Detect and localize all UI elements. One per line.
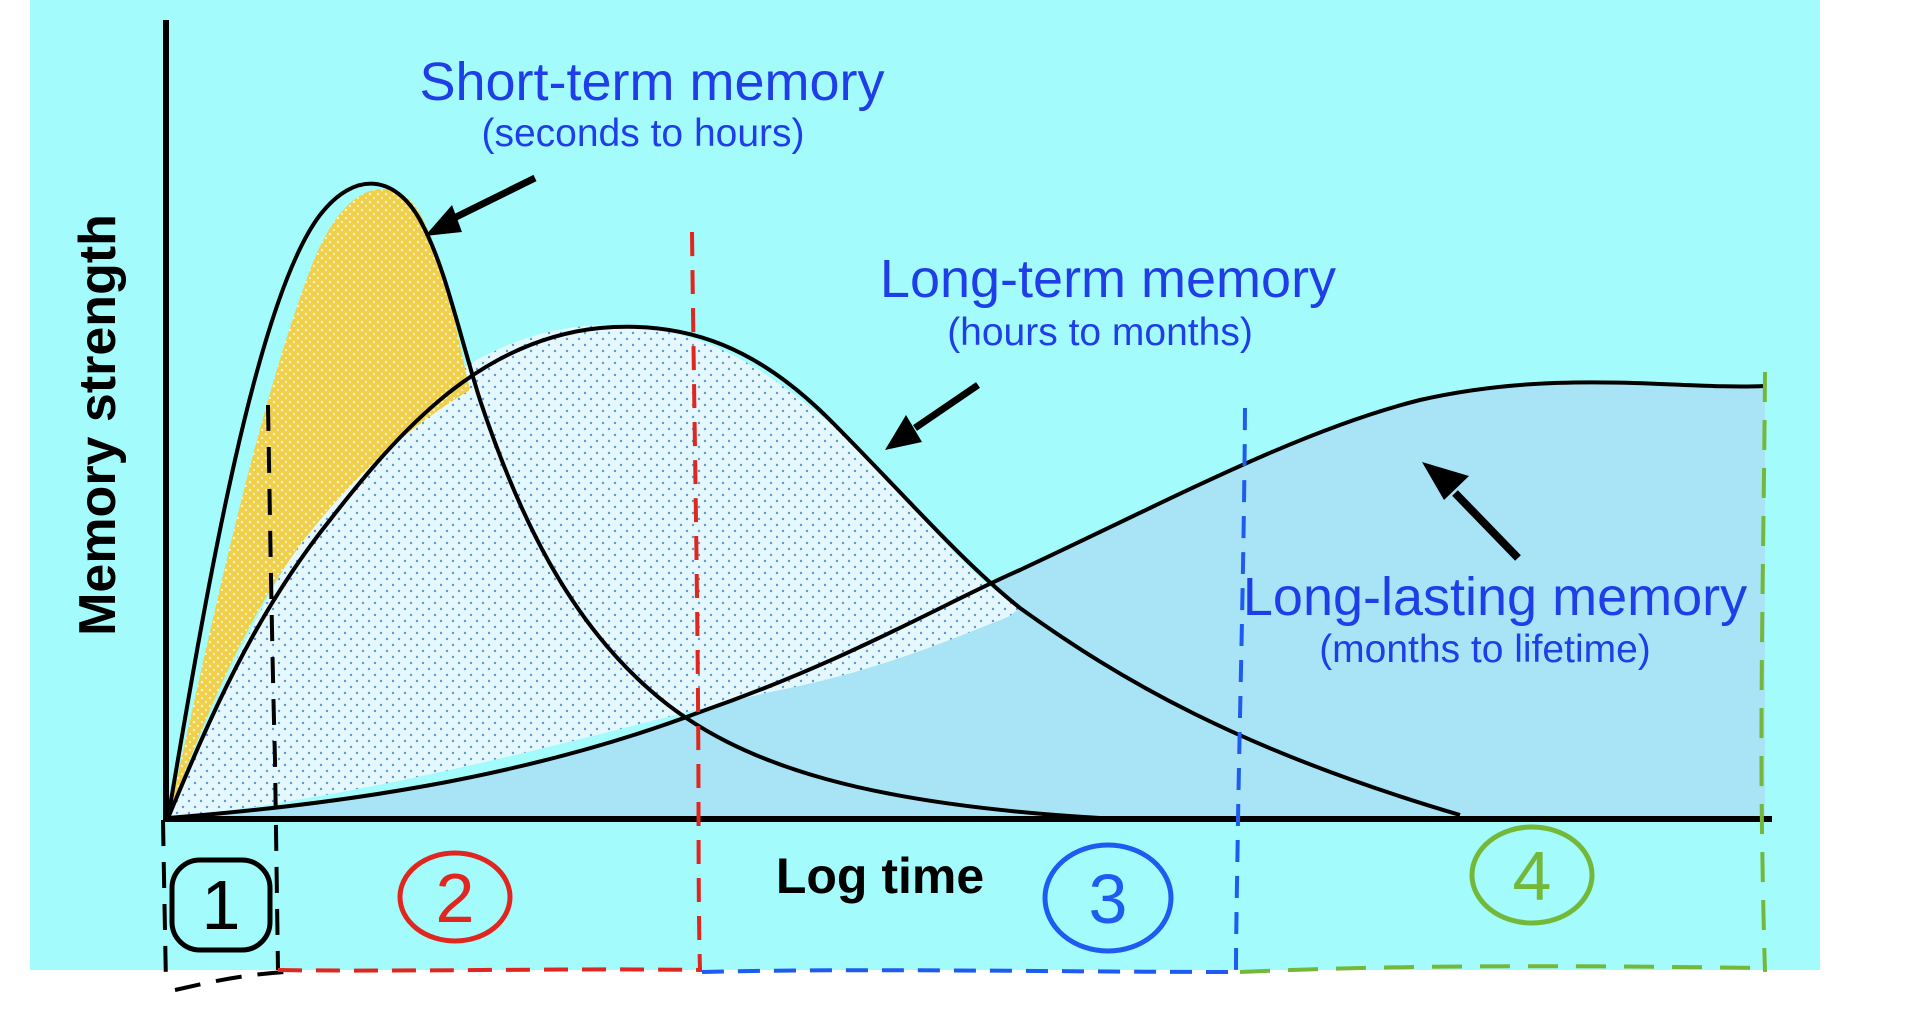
zone-2-boundary [277, 231, 703, 973]
long-term-curve [166, 324, 1461, 819]
zone-3-number: 3 [1089, 860, 1128, 938]
short-term-area [168, 188, 470, 819]
long-term-subtitle: (hours to months) [947, 311, 1253, 354]
y-axis-label: Memory strength [69, 214, 127, 636]
short-term-curve [166, 181, 1101, 820]
zone-3-marker: 3 [1042, 842, 1174, 954]
zone-1-boundary [161, 404, 286, 992]
short-term-title: Short-term memory [419, 52, 884, 112]
long-term-title: Long-term memory [880, 249, 1336, 309]
zone-3-boundary [701, 407, 1247, 974]
long-lasting-title: Long-lasting memory [1243, 567, 1747, 627]
long-lasting-curve [167, 380, 1766, 820]
zone-2-marker: 2 [397, 850, 513, 944]
long-term-arrow [885, 382, 980, 450]
zone-1-number: 1 [202, 866, 241, 944]
short-term-subtitle: (seconds to hours) [482, 112, 805, 155]
zone-4-number: 4 [1513, 837, 1552, 915]
zone-2-number: 2 [436, 859, 475, 937]
x-axis-label: Log time [776, 848, 984, 904]
zone-4-marker: 4 [1469, 824, 1595, 926]
long-lasting-subtitle: (months to lifetime) [1319, 628, 1651, 671]
long-lasting-arrow [1422, 462, 1521, 561]
zone-4-boundary [1239, 371, 1767, 974]
short-term-arrow [425, 174, 537, 236]
zone-1-marker: 1 [169, 857, 273, 953]
